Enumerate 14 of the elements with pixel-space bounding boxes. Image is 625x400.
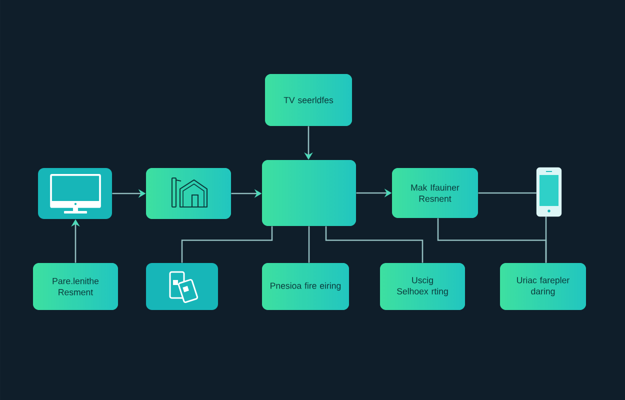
process-box: Pare.lenithe Resment bbox=[33, 263, 118, 310]
process-box: TV seerldfes bbox=[265, 74, 352, 126]
empty-box bbox=[262, 160, 356, 226]
connector-line bbox=[325, 226, 424, 263]
connector-line bbox=[545, 216, 547, 263]
phone-icon bbox=[536, 167, 562, 217]
process-box bbox=[146, 168, 231, 219]
connector-line bbox=[478, 192, 536, 194]
process-box: Pnesioa fire eiring bbox=[262, 263, 349, 310]
process-box: Uriac farepler daring bbox=[500, 263, 586, 310]
process-box: Uscig Selhoex rting bbox=[380, 263, 465, 310]
connector-line bbox=[308, 226, 310, 263]
connector-line bbox=[181, 226, 273, 263]
process-box: Mak Ifauiner Resnent bbox=[392, 168, 478, 218]
